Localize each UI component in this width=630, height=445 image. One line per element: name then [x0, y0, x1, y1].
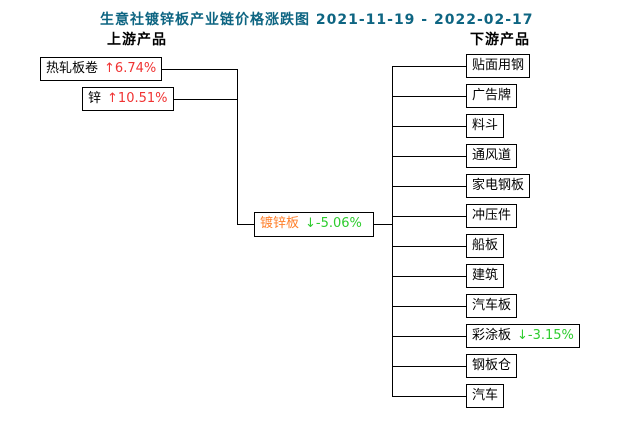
- downstream-node: 汽车: [466, 384, 505, 408]
- node-label: 锌: [88, 91, 102, 106]
- downstream-node: 广告牌: [466, 84, 518, 108]
- change-badge: ↑6.74%: [104, 61, 157, 76]
- connector-left-vertical: [237, 69, 238, 225]
- downstream-node: 建筑: [466, 264, 505, 288]
- connector-downstream-5: [392, 186, 470, 187]
- change-badge: ↓-5.06%: [305, 216, 362, 231]
- connector-center-to-trunk: [370, 224, 393, 225]
- node-label: 冲压件: [472, 208, 512, 223]
- node-label: 建筑: [472, 268, 499, 283]
- up-arrow-icon: ↑: [107, 91, 118, 106]
- connector-downstream-12: [392, 396, 470, 397]
- node-label: 料斗: [472, 118, 499, 133]
- upstream-section-label: 上游产品: [107, 32, 167, 48]
- downstream-node: 汽车板: [466, 294, 518, 318]
- change-badge: ↑10.51%: [107, 91, 168, 106]
- node-hot-rolled-coil: 热轧板卷 ↑6.74%: [40, 57, 163, 81]
- connector-right-vertical: [392, 66, 393, 397]
- node-label: 船板: [472, 238, 499, 253]
- title-text: 生意社镀锌板产业链价格涨跌图: [100, 12, 310, 28]
- connector-downstream-2: [392, 96, 470, 97]
- connector-downstream-8: [392, 276, 470, 277]
- connector-downstream-9: [392, 306, 470, 307]
- down-arrow-icon: ↓: [517, 328, 528, 343]
- page-title: 生意社镀锌板产业链价格涨跌图 2021-11-19 - 2022-02-17: [100, 9, 534, 29]
- connector-downstream-7: [392, 246, 470, 247]
- downstream-node: 钢板仓: [466, 354, 518, 378]
- connector-downstream-3: [392, 126, 470, 127]
- up-arrow-icon: ↑: [104, 61, 115, 76]
- node-zinc: 锌 ↑10.51%: [82, 87, 174, 111]
- downstream-node: 船板: [466, 234, 505, 258]
- title-date-range: 2021-11-19 - 2022-02-17: [315, 12, 534, 28]
- downstream-node: 冲压件: [466, 204, 518, 228]
- connector-upstream-2: [160, 99, 238, 100]
- node-label: 通风道: [472, 148, 512, 163]
- connector-downstream-4: [392, 156, 470, 157]
- node-galvanized-sheet: 镀锌板 ↓-5.06%: [254, 212, 374, 237]
- connector-left-to-center: [237, 224, 257, 225]
- downstream-node: 家电钢板: [466, 174, 531, 198]
- downstream-node: 通风道: [466, 144, 518, 168]
- change-badge: ↓-3.15%: [517, 328, 574, 343]
- downstream-section-label: 下游产品: [470, 32, 530, 48]
- node-label: 贴面用钢: [472, 58, 525, 73]
- node-label: 热轧板卷: [46, 61, 99, 76]
- node-label: 钢板仓: [472, 358, 512, 373]
- node-label: 家电钢板: [472, 178, 525, 193]
- downstream-node: 彩涂板 ↓-3.15%: [466, 324, 580, 348]
- downstream-node: 料斗: [466, 114, 505, 138]
- node-label: 广告牌: [472, 88, 512, 103]
- node-label: 汽车: [472, 388, 499, 403]
- connector-downstream-10: [392, 336, 470, 337]
- connector-downstream-1: [392, 66, 470, 67]
- node-label: 汽车板: [472, 298, 512, 313]
- downstream-node: 贴面用钢: [466, 54, 531, 78]
- connector-downstream-6: [392, 216, 470, 217]
- node-label: 镀锌板: [260, 216, 300, 231]
- connector-upstream-1: [150, 69, 238, 70]
- down-arrow-icon: ↓: [305, 216, 316, 231]
- node-label: 彩涂板: [472, 328, 512, 343]
- connector-downstream-11: [392, 366, 470, 367]
